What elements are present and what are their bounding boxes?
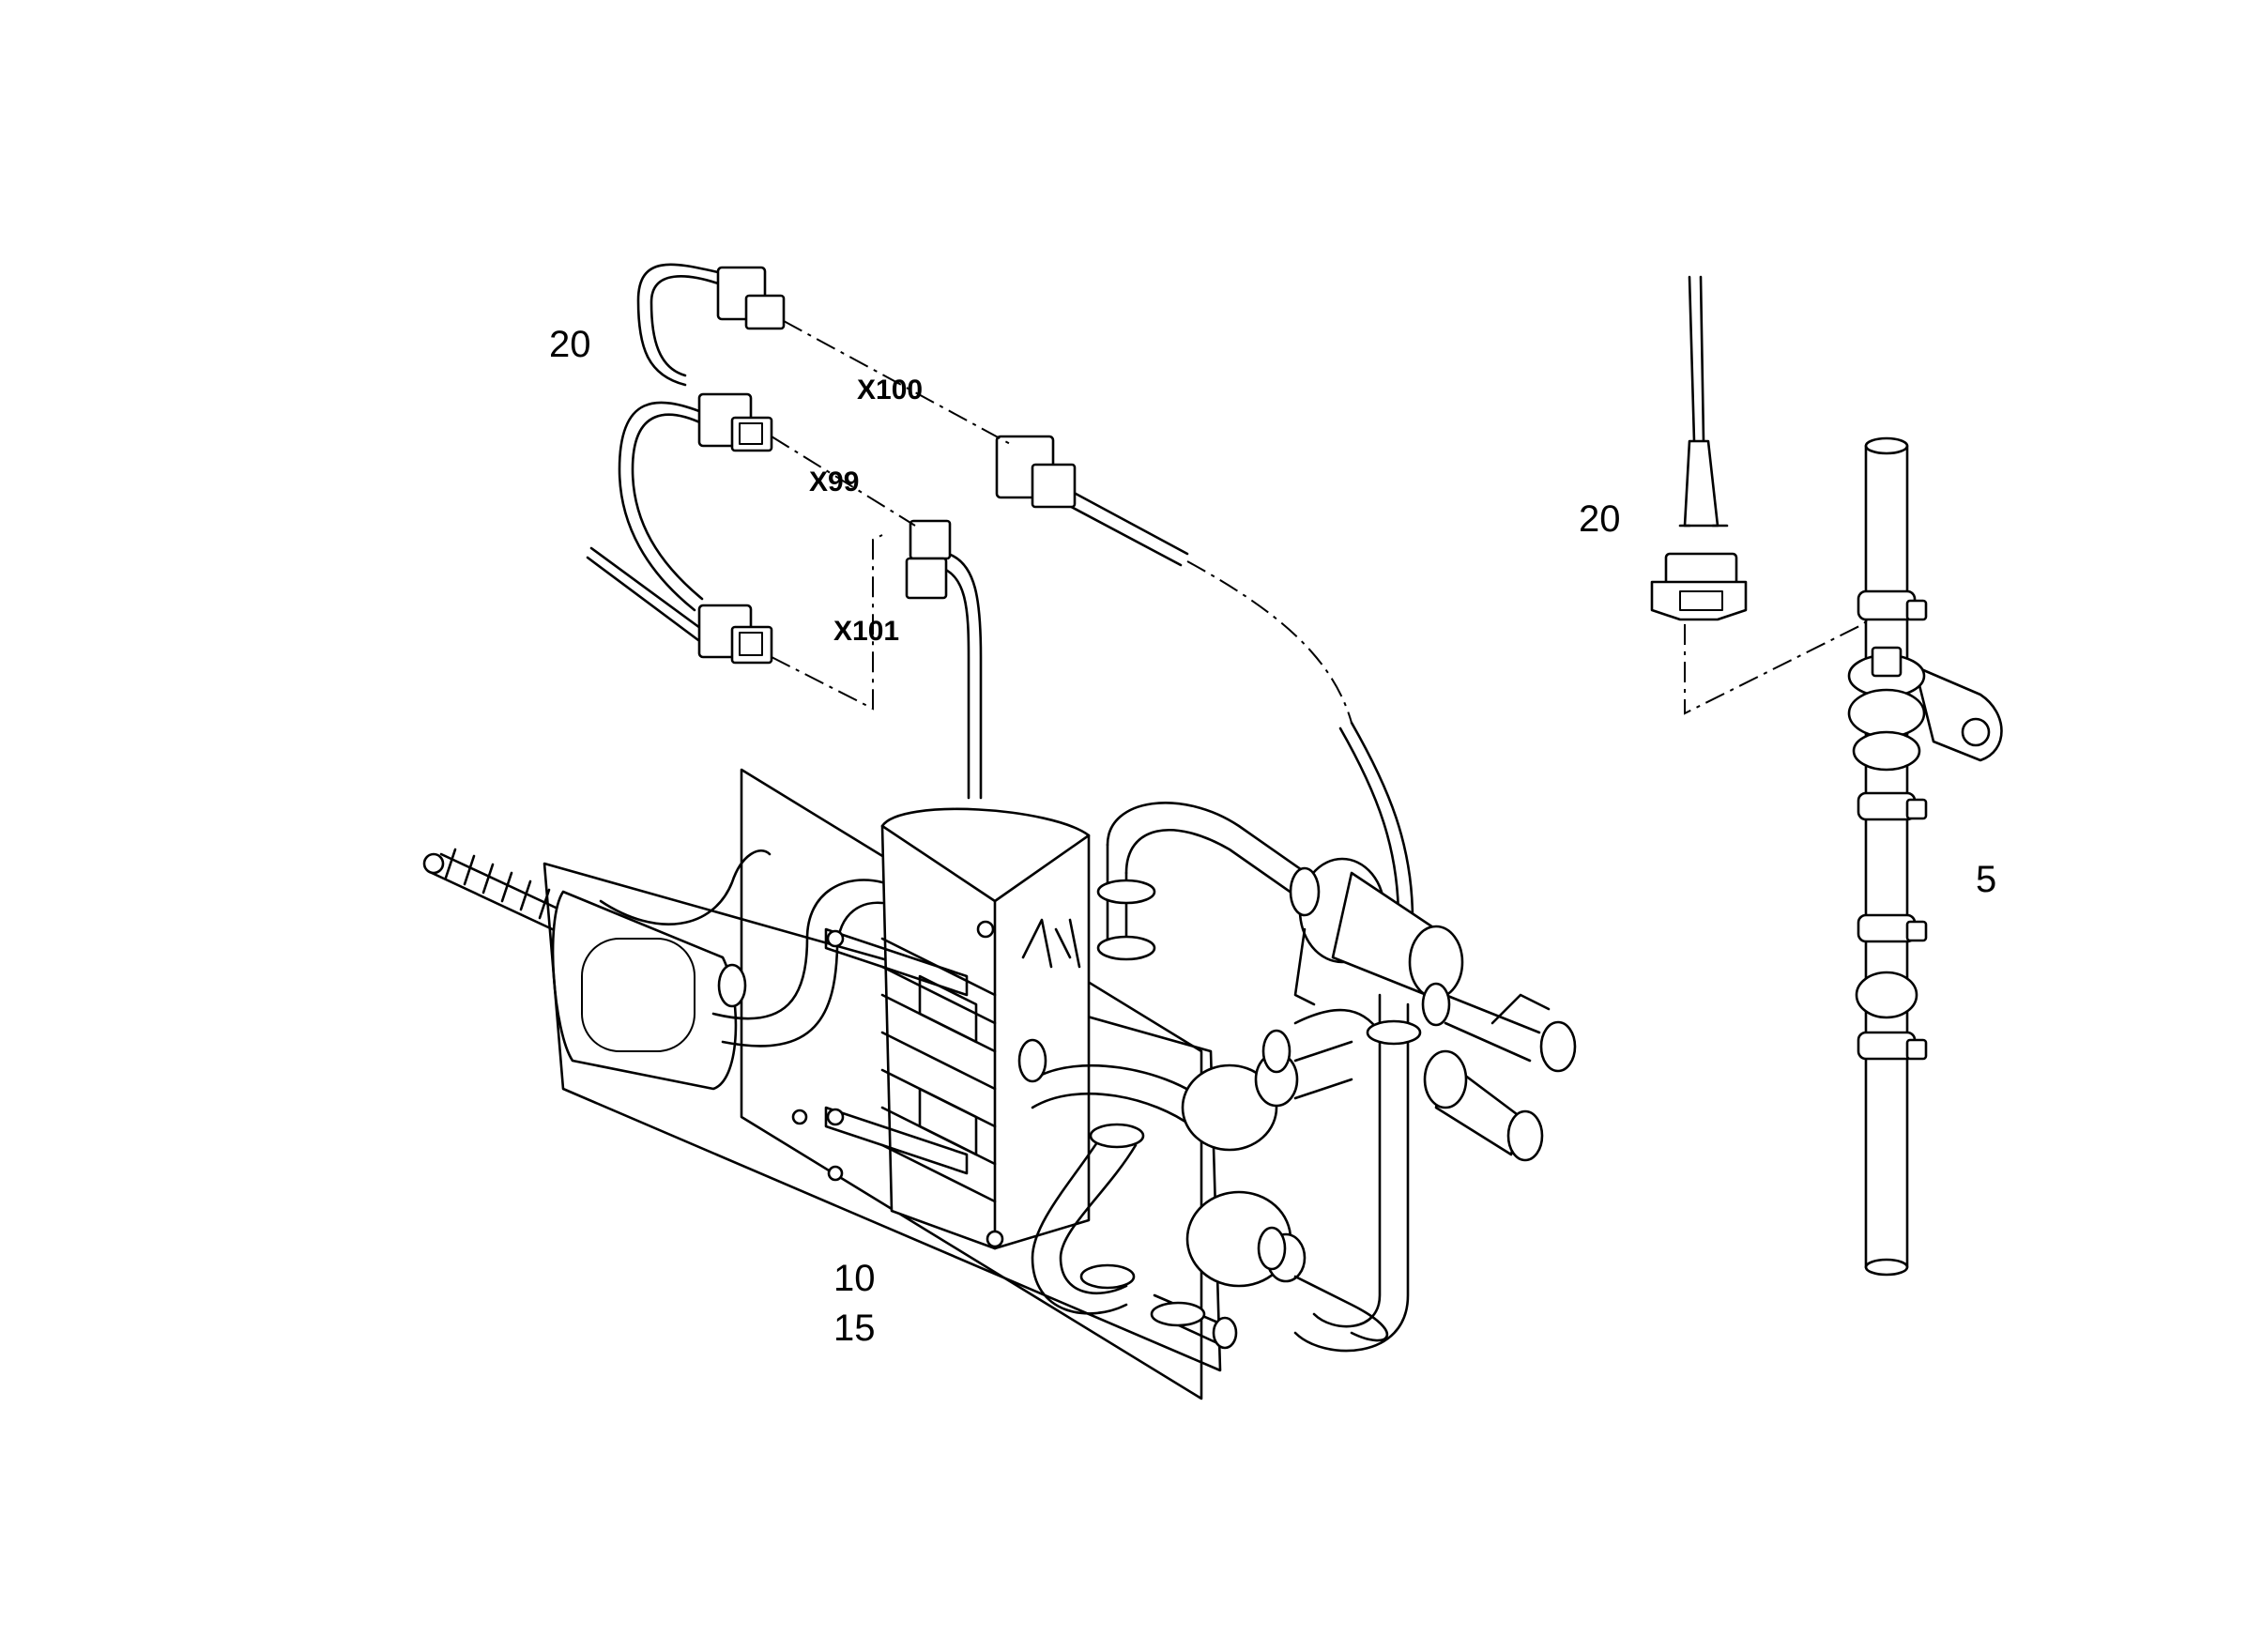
wiring-harness	[586, 263, 1414, 922]
ref-label-10: 10	[833, 1258, 876, 1299]
plug-x101-left	[697, 604, 773, 665]
plug-x100-left	[716, 266, 786, 330]
plug-x99-left	[697, 392, 773, 452]
ref-label-15: 15	[833, 1308, 876, 1349]
clamped-pipe-icon	[1847, 436, 2003, 1277]
plug-x99-mate	[905, 519, 952, 600]
heater-assembly-icon	[422, 768, 1577, 1400]
ref-label-5: 5	[1976, 859, 1996, 900]
connector-label-x100: X100	[857, 375, 923, 405]
connector-label-x99: X99	[809, 467, 859, 497]
pump	[1185, 1190, 1388, 1342]
hose-clamp	[717, 866, 1451, 1327]
plug-x100-mate	[995, 435, 1077, 509]
connector-label-x101: X101	[833, 616, 899, 647]
ref-label-20-right: 20	[1579, 498, 1621, 540]
valve-upper	[1293, 857, 1464, 1006]
sensor-plug-icon	[1650, 275, 1869, 715]
ref-label-20-top: 20	[549, 324, 591, 365]
valve-lower	[1423, 1049, 1544, 1162]
pipe-clamp	[1855, 589, 1928, 1061]
